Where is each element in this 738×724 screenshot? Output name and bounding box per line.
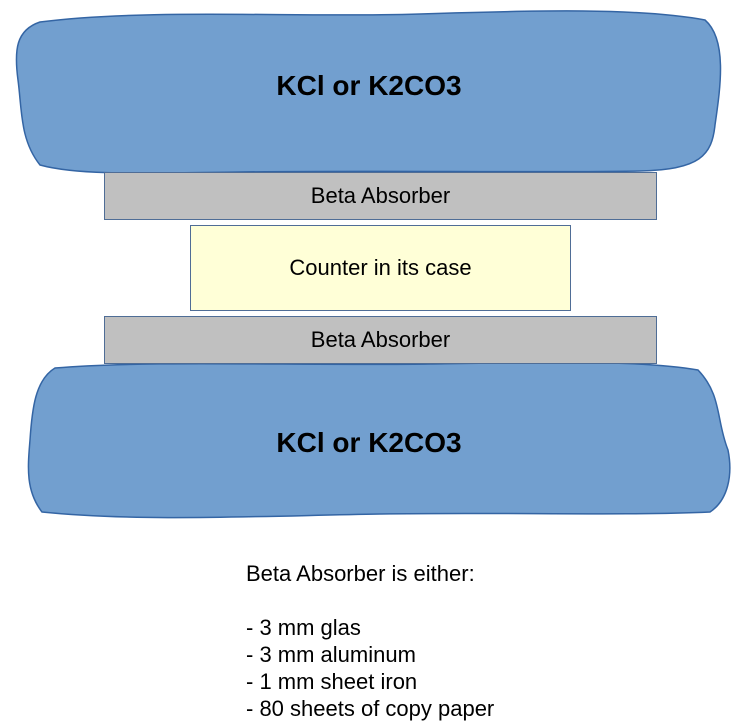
top-beta-absorber: Beta Absorber [104,172,657,220]
bottom-beta-absorber-label: Beta Absorber [310,327,451,352]
top-source-blob [15,10,722,174]
absorber-notes: Beta Absorber is either: - 3 mm glas - 3… [246,560,494,722]
top-beta-absorber-label: Beta Absorber [310,183,451,208]
notes-heading: Beta Absorber is either: [246,561,475,586]
counter-box: Counter in its case [190,225,571,311]
notes-item-aluminum: - 3 mm aluminum [246,642,416,667]
bottom-source-label: KCl or K2CO3 [276,427,462,458]
counter-label: Counter in its case [289,255,472,280]
notes-spacer [246,587,494,614]
notes-item-sheet-iron: - 1 mm sheet iron [246,669,418,694]
notes-item-glass: - 3 mm glas [246,615,361,640]
bottom-beta-absorber: Beta Absorber [104,316,657,364]
bottom-source-blob [27,361,731,519]
notes-item-copy-paper: - 80 sheets of copy paper [246,696,495,721]
top-source-label: KCl or K2CO3 [276,70,462,101]
